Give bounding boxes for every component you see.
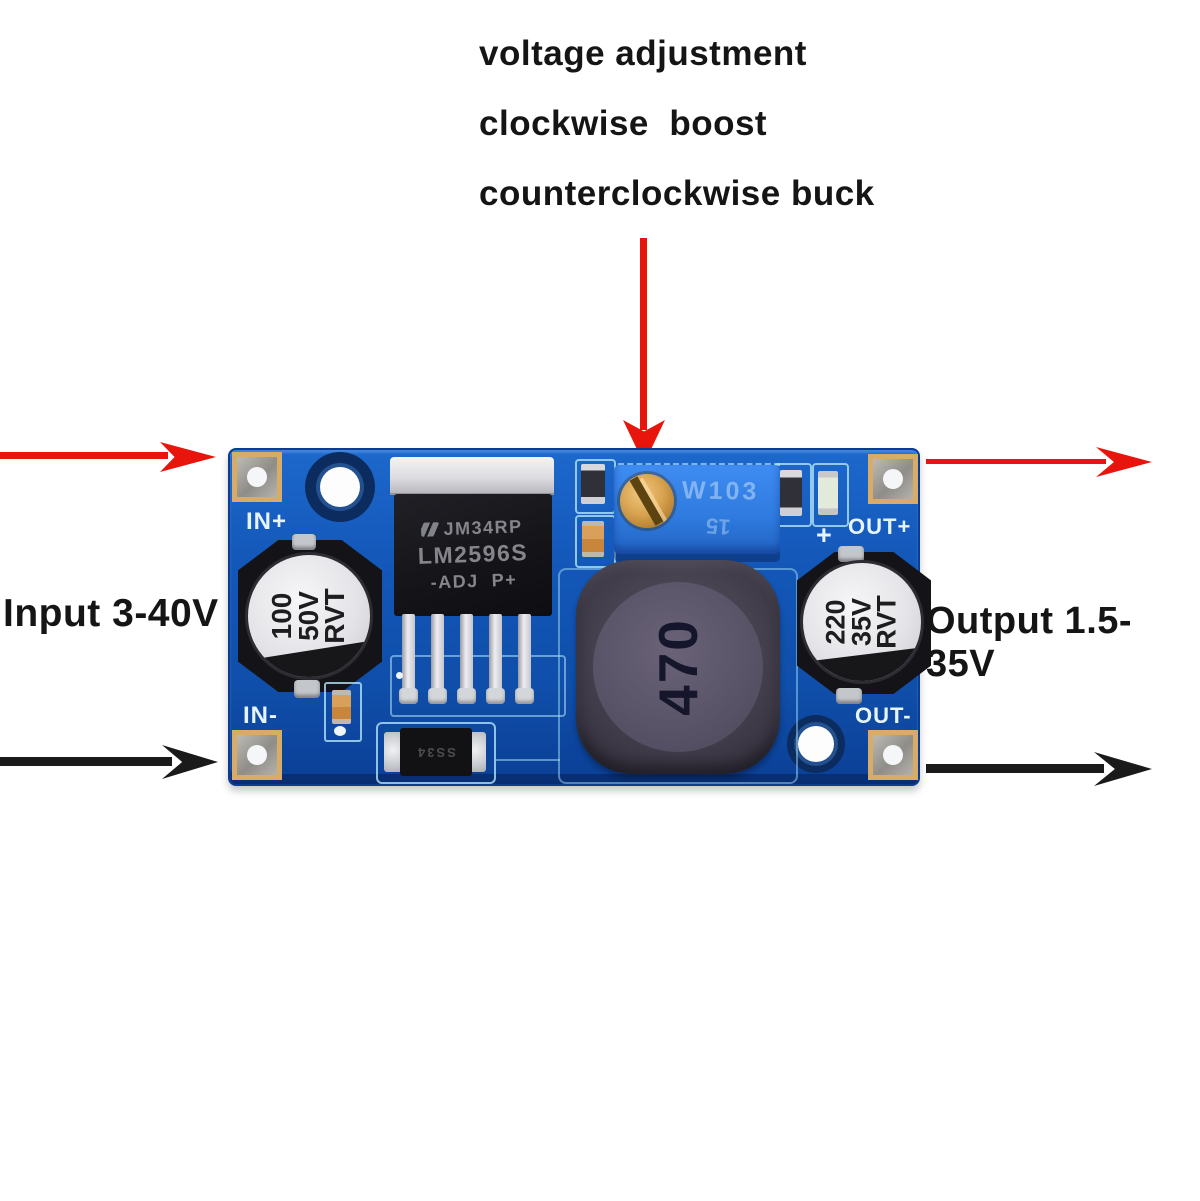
capacitor-lead-solder (838, 546, 864, 562)
inductor-marking: 470 (647, 618, 709, 716)
potentiometer-marking: 15 (705, 513, 732, 540)
in-minus-pad (232, 730, 282, 780)
capacitor-sleeve (248, 639, 370, 677)
smd-resistor (581, 464, 605, 504)
chip-leg-solder (457, 688, 476, 704)
input-voltage-label: Input 3-40V (3, 592, 219, 635)
silkscreen-out-plus-label: OUT+ (848, 514, 912, 539)
silkscreen-dashes (618, 463, 780, 466)
mounting-hole-bore (798, 726, 834, 762)
power-inductor: 470 (576, 560, 780, 774)
voltage-adjust-potentiometer: W103 15 (614, 465, 780, 554)
chip-marking-line2: LM2596S (417, 539, 529, 569)
pcb-board: IN+ IN- OUT+ OUT- + JM34RP LM2596S -ADJ … (228, 448, 931, 786)
smd-resistor (780, 470, 802, 516)
lm2596-chip: JM34RP LM2596S -ADJ P+ (394, 494, 552, 616)
smd-capacitor (332, 690, 351, 724)
inductor-core: 470 (593, 582, 763, 752)
pad-hole (883, 469, 903, 489)
chip-heatsink-tab (390, 457, 554, 495)
chip-leg (402, 614, 415, 692)
diode-solder-pad (384, 732, 404, 772)
capacitor-lead-solder (294, 680, 320, 698)
smd-capacitor (582, 521, 604, 557)
potentiometer-marking: W103 (681, 476, 760, 506)
smd-outline (324, 682, 362, 742)
chip-marking-line1: JM34RP (421, 515, 523, 542)
silkscreen-in-plus-label: IN+ (246, 508, 288, 535)
output-voltage-label: Output 1.5-35V (926, 600, 1133, 685)
manufacturer-logo-icon (421, 522, 440, 538)
pad-hole (247, 745, 267, 765)
silkscreen-out-minus-label: OUT- (855, 703, 912, 728)
input-capacitor-marking: 100 50V RVT (266, 588, 351, 644)
silkscreen-plus-mark: + (816, 520, 833, 550)
diode-marking: SS34 (416, 744, 456, 760)
output-capacitor-marking: 220 35V RVT (820, 595, 902, 649)
chip-leg-solder (399, 688, 418, 704)
chip-leg-solder (515, 688, 534, 704)
silkscreen-trace (496, 759, 560, 761)
input-capacitor: 100 50V RVT (245, 552, 373, 680)
chip-markings: JM34RP LM2596S -ADJ P+ (392, 491, 554, 618)
diode-outline (376, 722, 496, 784)
silkscreen-in-minus-label: IN- (243, 702, 278, 729)
pad-hole (883, 745, 903, 765)
smd-outline (812, 463, 849, 527)
chip-leg-solder (428, 688, 447, 704)
capacitor-lead-solder (292, 534, 316, 550)
mounting-hole-top-left (305, 452, 375, 522)
schottky-diode: SS34 (400, 728, 472, 776)
smd-led (818, 471, 838, 515)
annotation-counterclockwise-buck: counterclockwise buck (479, 174, 875, 213)
potentiometer-screw (620, 474, 674, 528)
chip-leg-solder (486, 688, 505, 704)
mounting-hole-bore (320, 467, 360, 507)
output-capacitor: 220 35V RVT (800, 560, 924, 684)
in-plus-pad (232, 452, 282, 502)
solder-pad-dot (334, 726, 346, 736)
chip-pads-outline (390, 655, 566, 717)
capacitor-sleeve (803, 646, 921, 681)
pad-hole (247, 467, 267, 487)
out-minus-pad (868, 730, 918, 780)
out-plus-pad (868, 454, 918, 504)
chip-leg (460, 614, 473, 692)
annotation-clockwise-boost: clockwise boost (479, 104, 768, 143)
chip-leg (518, 614, 531, 692)
chip-leg (489, 614, 502, 692)
annotation-voltage-adjustment: voltage adjustment (479, 34, 807, 73)
chip-marking-line3: -ADJ P+ (430, 569, 518, 593)
via-dot (396, 672, 403, 679)
chip-leg (431, 614, 444, 692)
capacitor-lead-solder (836, 688, 862, 704)
